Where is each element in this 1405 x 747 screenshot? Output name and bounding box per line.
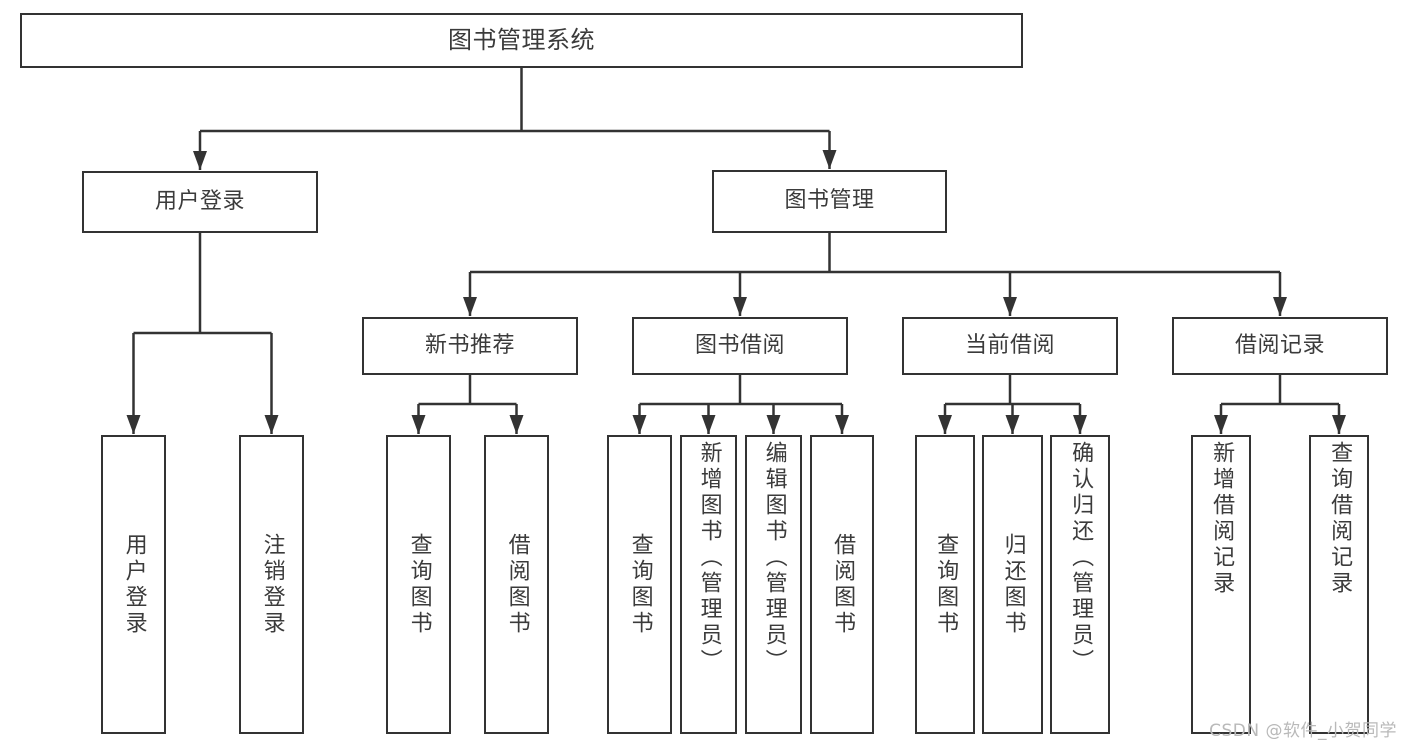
node-records-2[interactable]: 查询借阅记录 xyxy=(1309,435,1369,734)
node-label: 当前借阅 xyxy=(964,332,1055,358)
node-borrow-2[interactable]: 新增图书（管理员） xyxy=(680,435,737,734)
node-records[interactable]: 借阅记录 xyxy=(1172,317,1388,375)
node-root[interactable]: 图书管理系统 xyxy=(20,13,1023,68)
connector-arrowhead xyxy=(1273,297,1287,316)
node-label: 查询图书 xyxy=(406,532,432,637)
node-borrow-3[interactable]: 编辑图书（管理员） xyxy=(745,435,802,734)
node-bookmgmt[interactable]: 图书管理 xyxy=(712,170,947,233)
connector-arrowhead xyxy=(463,297,477,316)
node-label: 图书管理系统 xyxy=(448,26,595,55)
node-newbook[interactable]: 新书推荐 xyxy=(362,317,578,375)
connector-arrowhead xyxy=(1332,415,1346,434)
node-label: 注销登录 xyxy=(259,532,285,637)
connector-arrowhead xyxy=(1214,415,1228,434)
connector-arrowhead xyxy=(1003,297,1017,316)
node-label: 用户登录 xyxy=(154,188,245,214)
connector-arrowhead xyxy=(632,415,647,434)
node-current[interactable]: 当前借阅 xyxy=(902,317,1118,375)
connector-arrowhead xyxy=(733,297,747,316)
node-label: 新书推荐 xyxy=(424,332,515,358)
node-label: 图书管理 xyxy=(784,188,875,214)
node-records-1[interactable]: 新增借阅记录 xyxy=(1191,435,1251,734)
connector-arrowhead xyxy=(835,415,849,434)
node-label: 查询图书 xyxy=(933,532,959,637)
node-newbook-2[interactable]: 借阅图书 xyxy=(484,435,549,734)
node-borrow-4[interactable]: 借阅图书 xyxy=(810,435,874,734)
connector-arrowhead xyxy=(126,415,141,434)
node-label: 查询借阅记录 xyxy=(1327,441,1353,597)
connector-arrowhead xyxy=(411,415,426,434)
connector-arrowhead xyxy=(509,415,524,434)
node-label: 编辑图书（管理员） xyxy=(761,441,787,675)
node-label: 用户登录 xyxy=(121,532,147,637)
node-current-1[interactable]: 查询图书 xyxy=(915,435,975,734)
node-label: 查询图书 xyxy=(627,532,653,637)
node-label: 确认归还（管理员） xyxy=(1068,441,1094,675)
connector-arrowhead xyxy=(701,415,716,434)
node-newbook-1[interactable]: 查询图书 xyxy=(386,435,451,734)
connector-arrowhead xyxy=(193,151,207,170)
node-login[interactable]: 用户登录 xyxy=(82,171,318,233)
node-login-2[interactable]: 注销登录 xyxy=(239,435,304,734)
node-label: 借阅图书 xyxy=(830,532,856,637)
node-login-1[interactable]: 用户登录 xyxy=(101,435,166,734)
connector-arrowhead xyxy=(938,415,952,434)
node-borrow-1[interactable]: 查询图书 xyxy=(607,435,672,734)
node-current-3[interactable]: 确认归还（管理员） xyxy=(1050,435,1110,734)
connector-arrowhead xyxy=(766,415,781,434)
connector-arrowhead xyxy=(1005,415,1020,434)
node-label: 归还图书 xyxy=(1000,532,1026,637)
connector-arrowhead xyxy=(1073,415,1087,434)
node-label: 借阅记录 xyxy=(1234,332,1325,358)
node-label: 借阅图书 xyxy=(504,532,530,637)
node-current-2[interactable]: 归还图书 xyxy=(982,435,1043,734)
connector-arrowhead xyxy=(822,150,837,169)
node-label: 图书借阅 xyxy=(694,332,785,358)
node-borrow[interactable]: 图书借阅 xyxy=(632,317,848,375)
connector-arrowhead xyxy=(264,415,279,434)
node-label: 新增借阅记录 xyxy=(1209,441,1235,597)
node-label: 新增图书（管理员） xyxy=(696,441,722,675)
